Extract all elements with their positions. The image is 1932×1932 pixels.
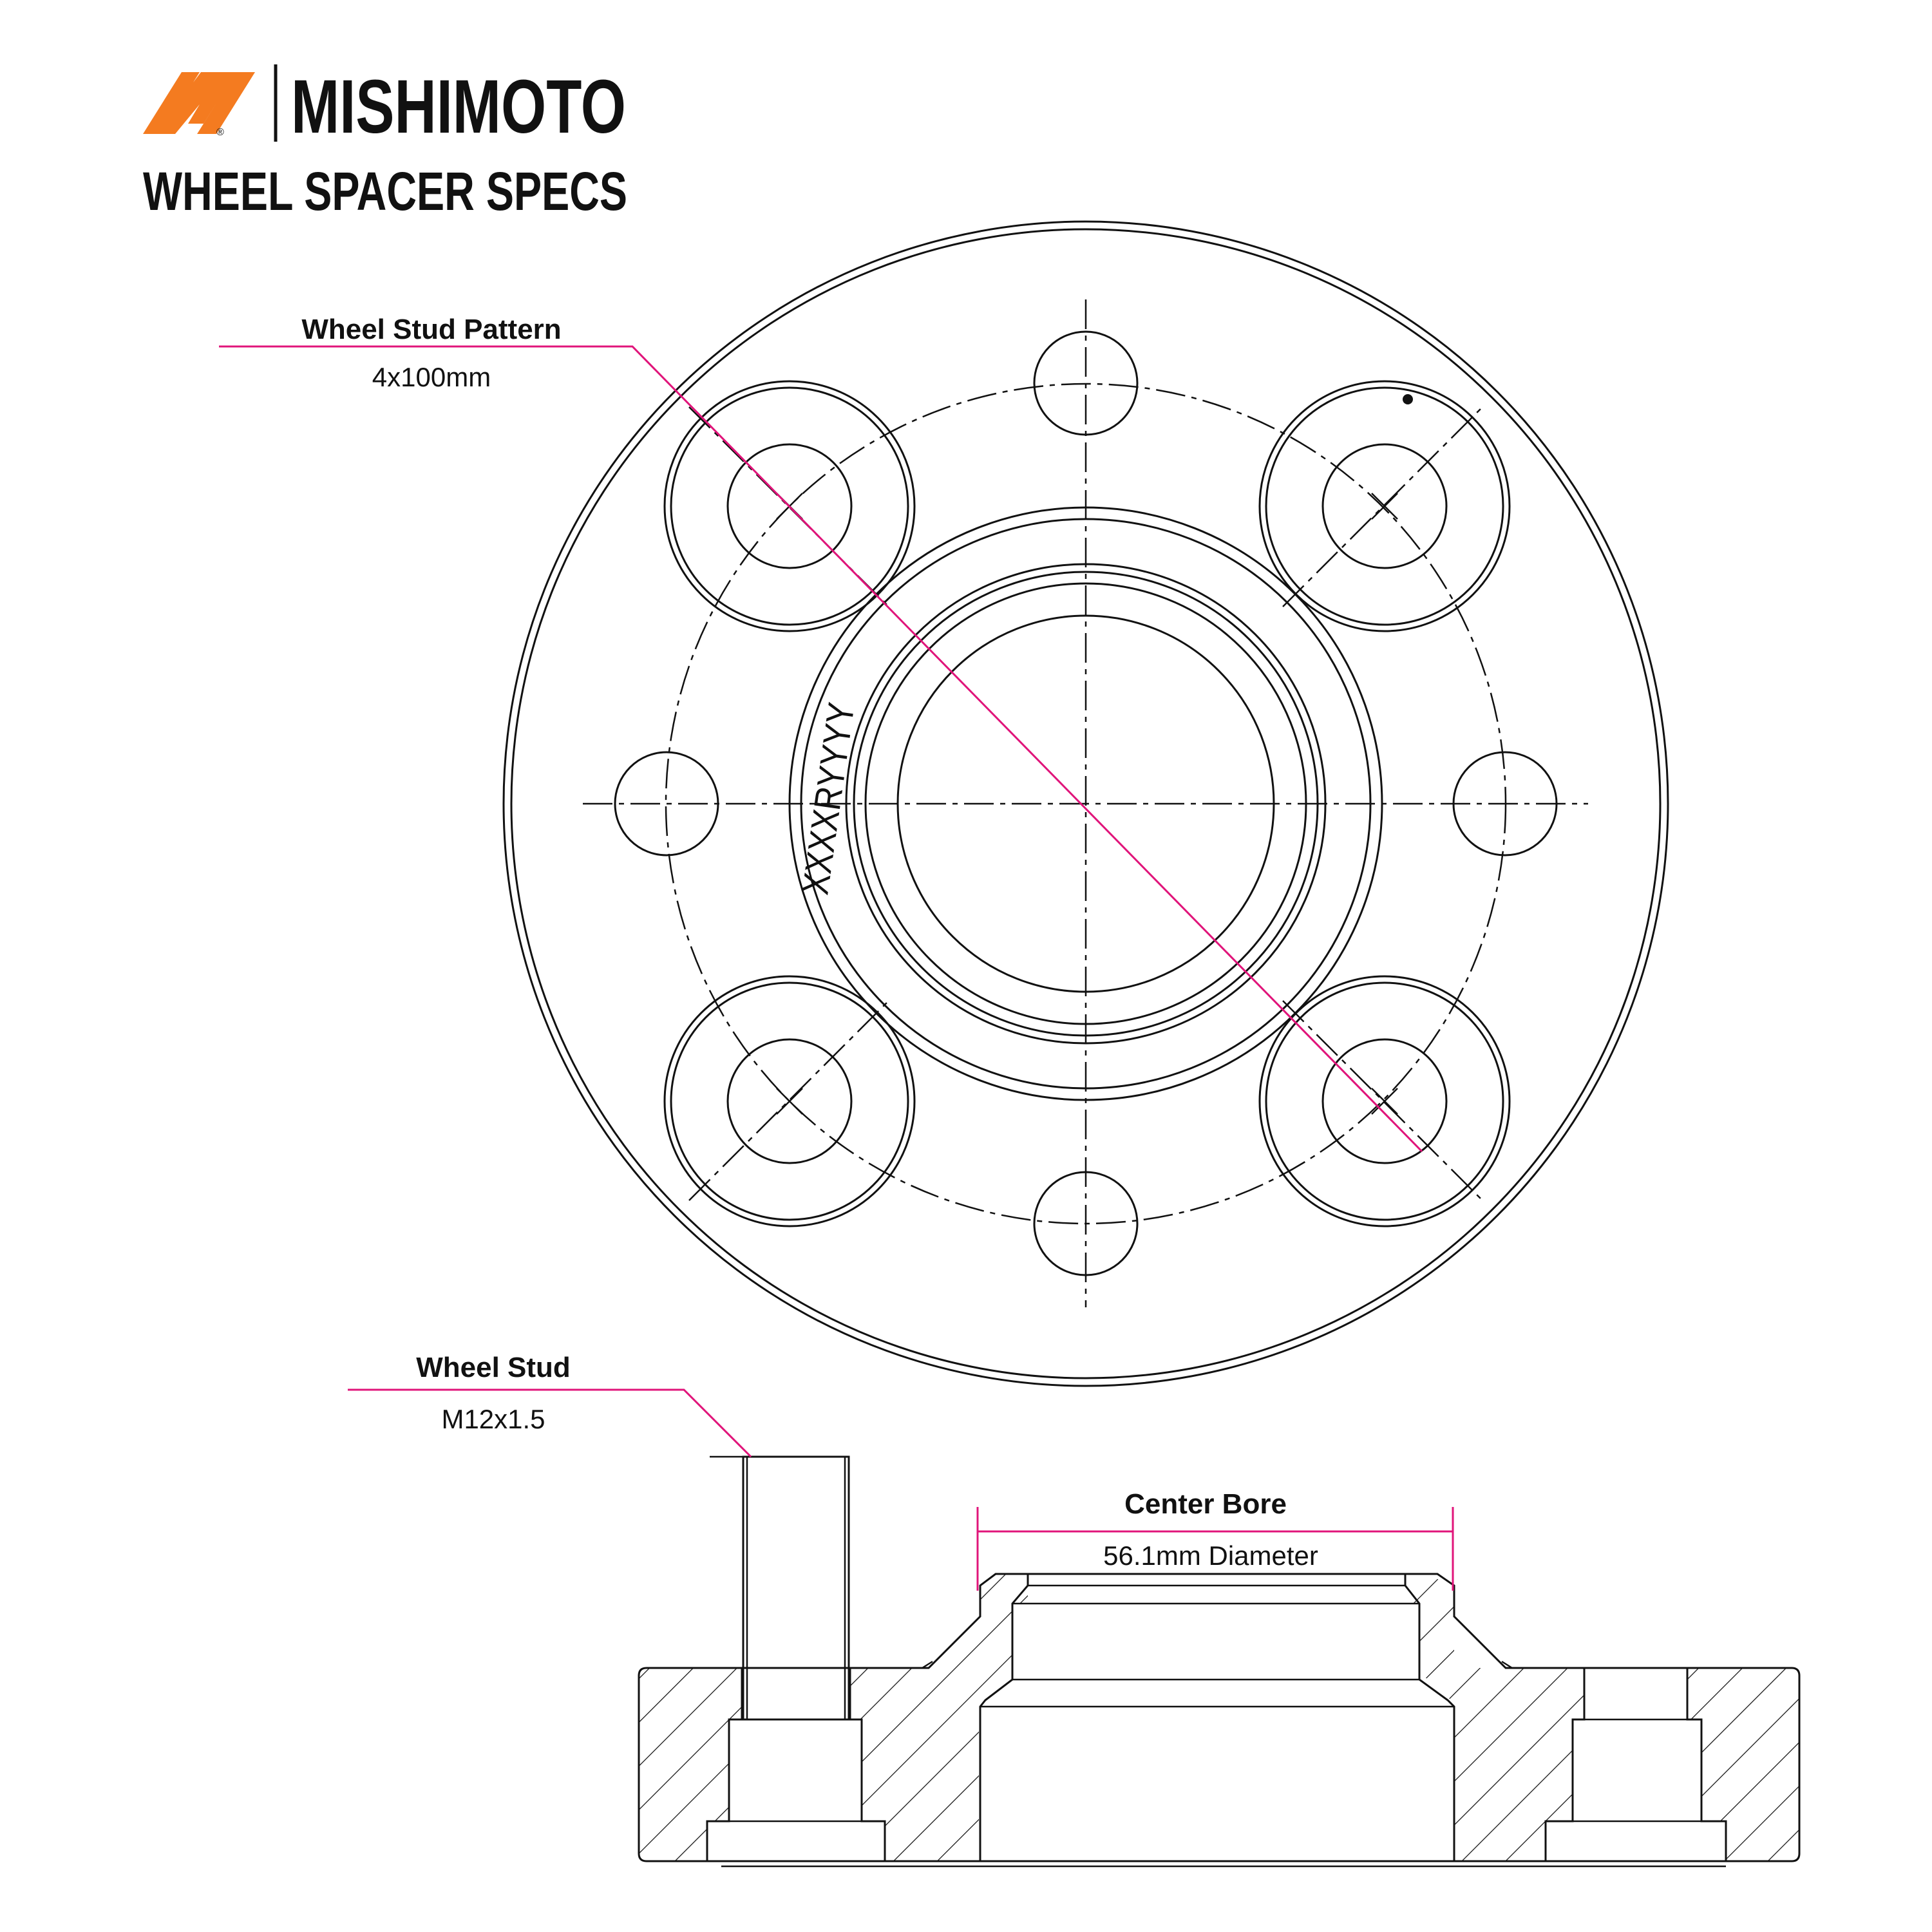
index-dot	[1403, 394, 1413, 404]
callout-wheel-stud: Wheel Stud M12x1.5	[348, 1352, 752, 1458]
callout-stud-pattern: Wheel Stud Pattern 4x100mm	[219, 314, 1423, 1153]
registered-mark: ®	[216, 127, 224, 138]
lug-hole-left	[614, 751, 719, 857]
page-title: WHEEL SPACER SPECS	[143, 161, 627, 222]
stud-pattern-label: Wheel Stud Pattern	[301, 314, 561, 345]
center-bore-cavity	[979, 1574, 1455, 1862]
center-bore-value: 56.1mm Diameter	[1103, 1540, 1318, 1571]
spacer-top-view: XXXXRYYYY	[502, 220, 1669, 1387]
spacer-section-view	[638, 1455, 1801, 1868]
wheel-stud-value: M12x1.5	[441, 1404, 545, 1434]
wheel-stud-leader	[348, 1388, 752, 1458]
wheel-stud-label: Wheel Stud	[416, 1352, 571, 1383]
spacer-section-outline	[638, 1573, 1801, 1862]
mishimoto-logo-mark: ®	[143, 72, 255, 138]
stud-pattern-leader	[219, 345, 1423, 1153]
outer-rim-inner-edge	[510, 228, 1662, 1379]
brand-name: MISHIMOTO	[291, 64, 626, 149]
lug-hole-bottom	[1033, 1171, 1139, 1276]
part-marking: XXXXRYYYY	[794, 700, 862, 897]
center-bore-label: Center Bore	[1124, 1488, 1287, 1520]
left-stud-bore	[706, 1668, 886, 1861]
outer-rim	[502, 220, 1669, 1387]
wheel-stud	[710, 1455, 850, 1721]
stud-hole-top-left	[663, 380, 916, 632]
lug-hole-right	[1452, 751, 1558, 857]
callout-center-bore: Center Bore 56.1mm Diameter	[976, 1488, 1454, 1591]
stud-pattern-value: 4x100mm	[372, 362, 491, 392]
diagonal-center-line-br	[1282, 1000, 1483, 1201]
stud-hole-bottom-right	[1258, 975, 1511, 1227]
stud-hole-bottom-left	[663, 975, 916, 1227]
stud-hole-top-right	[1258, 380, 1511, 632]
lug-hole-top	[1033, 330, 1139, 436]
